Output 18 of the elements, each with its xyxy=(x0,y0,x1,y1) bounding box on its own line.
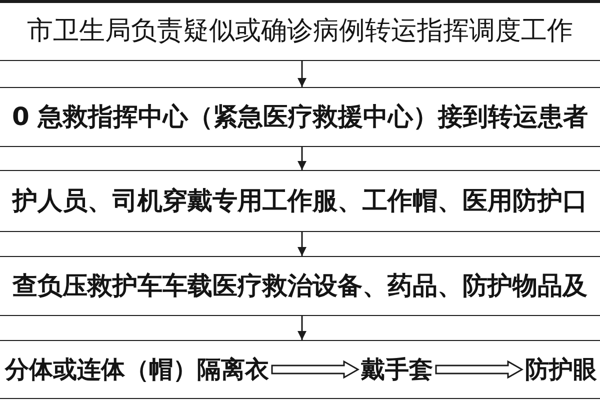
step-text: 0 急救指挥中心（紧急医疗救援中心）接到转运患者 xyxy=(12,102,588,132)
block-arrow xyxy=(271,360,360,379)
step-text: 护人员、司机穿戴专用工作服、工作帽、医用防护口 xyxy=(12,186,588,216)
process-box xyxy=(0,87,600,147)
process-box xyxy=(0,0,600,61)
arrow xyxy=(298,61,306,87)
process-box xyxy=(0,170,600,232)
block-arrow xyxy=(435,360,524,379)
step-text: 防护眼 xyxy=(522,355,600,384)
step-text: 市卫生局负责疑似或确诊病例转运指挥调度工作 xyxy=(27,16,573,48)
process-box xyxy=(0,256,600,316)
arrow xyxy=(298,232,306,256)
step-text: 分体或连体（帽）隔离衣 xyxy=(2,355,272,384)
arrow xyxy=(298,316,306,340)
step-text: 查负压救护车车载医疗救治设备、药品、防护物品及 xyxy=(12,271,588,301)
process-box xyxy=(0,340,600,399)
step-text: 戴手套 xyxy=(358,355,436,384)
arrow xyxy=(298,147,306,170)
